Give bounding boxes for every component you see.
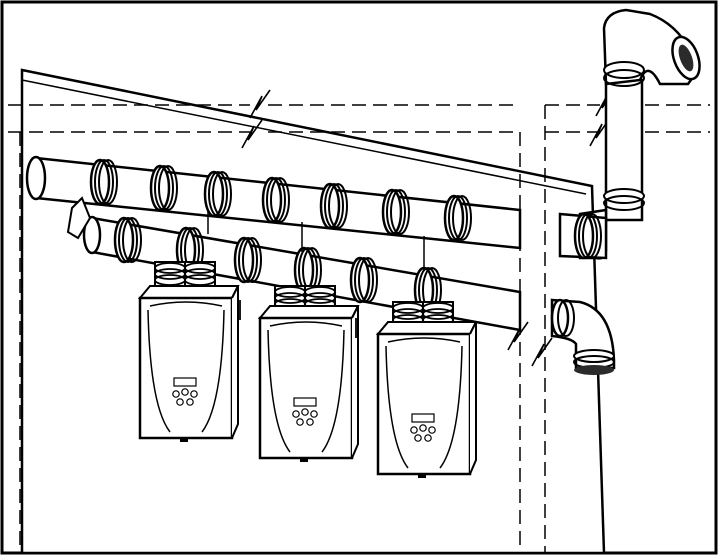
water-heater-unit-1 [140, 286, 238, 442]
water-heater-unit-2 [260, 306, 358, 462]
water-heater-unit-3 [378, 322, 476, 478]
